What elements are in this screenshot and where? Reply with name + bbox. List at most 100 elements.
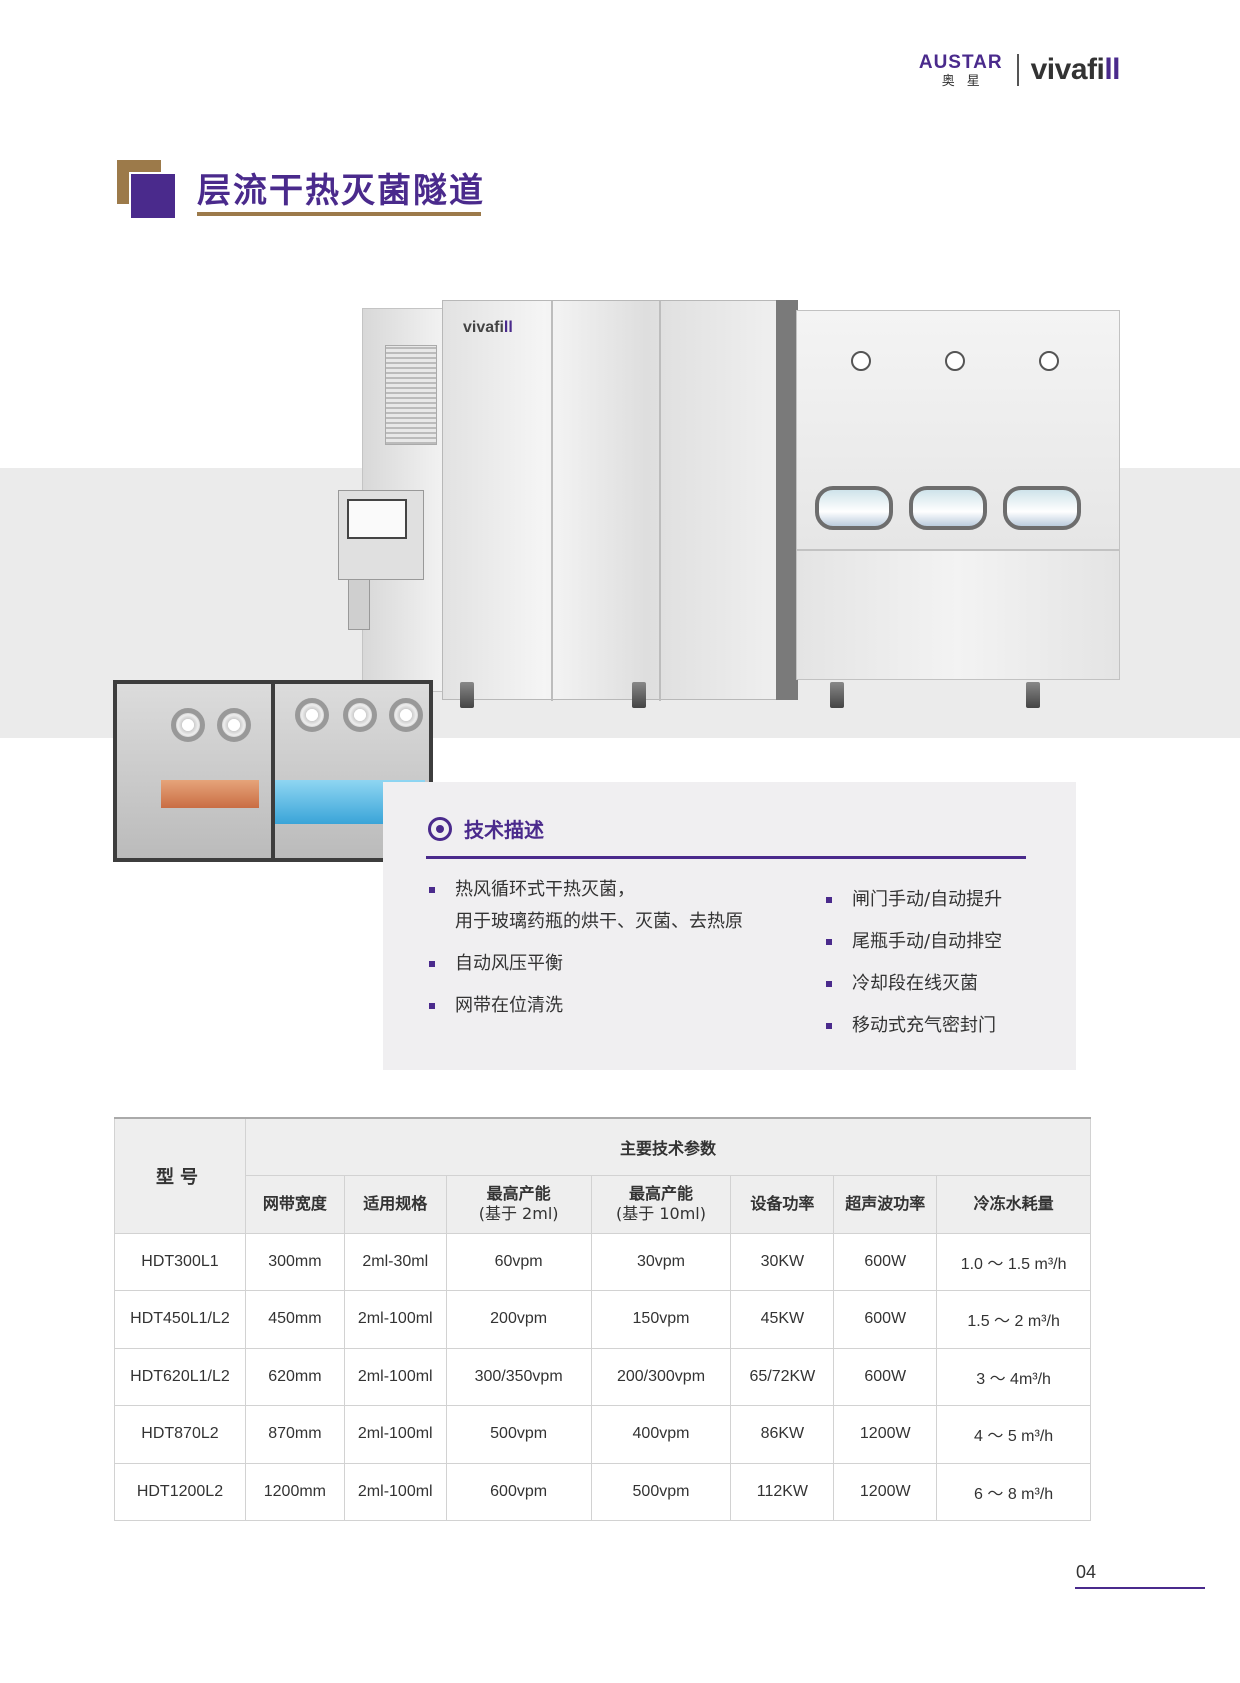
column-header: 适用规格 — [343, 1174, 447, 1234]
group-header: 主要技术参数 — [244, 1117, 1092, 1176]
table-cell: 2ml-100ml — [343, 1347, 447, 1406]
table-row: HDT870L2 870mm 2ml-100ml 500vpm 400vpm 8… — [114, 1405, 1091, 1464]
table-cell: 1.0 ～ 1.5 m³/h — [936, 1232, 1091, 1291]
table-row: HDT300L1 300mm 2ml-30ml 60vpm 30vpm 30KW… — [114, 1232, 1091, 1291]
column-header: 设备功率 — [730, 1174, 835, 1234]
vivafill-logo-main: vivafi — [1030, 53, 1105, 86]
table-cell: 2ml-100ml — [343, 1405, 447, 1464]
list-item: 闸门手动/自动提升 — [826, 884, 1056, 916]
table-cell: 400vpm — [590, 1405, 732, 1464]
column-header: 最高产能(基于 2ml) — [445, 1174, 592, 1234]
tech-description-panel: 技术描述 热风循环式干热灭菌， 用于玻璃药瓶的烘干、灭菌、去热原 自动风压平衡 … — [383, 782, 1076, 1070]
feature-text: 闸门手动/自动提升 — [852, 889, 1003, 910]
machine-foot — [830, 682, 844, 708]
machine-foot — [632, 682, 646, 708]
hmi-panel — [338, 490, 424, 580]
tech-rule — [426, 856, 1026, 859]
table-cell: 65/72KW — [730, 1347, 835, 1406]
inspection-window — [1003, 486, 1081, 530]
list-item: 移动式充气密封门 — [826, 1010, 1056, 1042]
austar-logo: AUSTAR 奥星 — [919, 53, 1003, 88]
pressure-gauge-icon — [1039, 351, 1059, 371]
feature-list-right: 闸门手动/自动提升 尾瓶手动/自动排空 冷却段在线灭菌 移动式充气密封门 — [826, 884, 1056, 1052]
column-header: 冷冻水耗量 — [936, 1174, 1091, 1234]
table-row: HDT620L1/L2 620mm 2ml-100ml 300/350vpm 2… — [114, 1347, 1091, 1406]
inspection-window — [909, 486, 987, 530]
table-row: HDT1200L2 1200mm 2ml-100ml 600vpm 500vpm… — [114, 1462, 1091, 1521]
table-cell: 2ml-100ml — [343, 1462, 447, 1521]
table-cell: 112KW — [730, 1462, 835, 1521]
machine-logo-main: vivafi — [463, 319, 504, 336]
tech-title: 技术描述 — [464, 818, 544, 842]
feature-text: 自动风压平衡 — [455, 953, 563, 974]
feature-text: 移动式充气密封门 — [852, 1015, 996, 1036]
column-header: 超声波功率 — [833, 1174, 938, 1234]
table-cell: 300/350vpm — [445, 1347, 592, 1406]
table-cell: 500vpm — [590, 1462, 732, 1521]
column-header: 最高产能(基于 10ml) — [590, 1174, 732, 1234]
list-item: 网带在位清洗 — [429, 990, 789, 1022]
austar-logo-cn: 奥星 — [941, 73, 992, 89]
table-cell: 1.5 ～ 2 m³/h — [936, 1290, 1091, 1349]
table-cell: 3 ～ 4m³/h — [936, 1347, 1091, 1406]
table-cell: 4 ～ 5 m³/h — [936, 1405, 1091, 1464]
page-number-rule — [1075, 1587, 1205, 1589]
feature-text: 热风循环式干热灭菌， — [455, 879, 635, 900]
feature-text: 尾瓶手动/自动排空 — [852, 931, 1003, 952]
table-cell: HDT870L2 — [114, 1405, 246, 1464]
table-cell: 2ml-30ml — [343, 1232, 447, 1291]
vivafill-logo-accent: ll — [1104, 53, 1120, 86]
feature-text: 网带在位清洗 — [455, 995, 563, 1016]
machine-cooling-section — [796, 310, 1120, 550]
table-cell: 200vpm — [445, 1290, 592, 1349]
vent-grille — [385, 345, 437, 445]
table-cell: HDT300L1 — [114, 1232, 246, 1291]
table-cell: 620mm — [244, 1347, 345, 1406]
page-number: 04 — [1076, 1562, 1097, 1582]
table-cell: 86KW — [730, 1405, 835, 1464]
table-cell: 1200W — [833, 1462, 938, 1521]
table-cell: 60vpm — [445, 1232, 592, 1291]
machine-divider — [776, 300, 798, 700]
table-cell: HDT1200L2 — [114, 1462, 246, 1521]
tech-header: 技术描述 — [428, 814, 544, 843]
machine-foot — [460, 682, 474, 708]
table-cell: 30KW — [730, 1232, 835, 1291]
table-cell: 1200W — [833, 1405, 938, 1464]
table-cell: 45KW — [730, 1290, 835, 1349]
page-title: 层流干热灭菌隧道 — [197, 171, 485, 211]
logo-divider — [1016, 54, 1019, 86]
machine-main-body: vivafill — [442, 300, 782, 701]
austar-logo-en: AUSTAR — [918, 51, 1003, 73]
table-cell: 300mm — [244, 1232, 345, 1291]
spec-table: 型号 主要技术参数 网带宽度 适用规格 最高产能(基于 2ml) 最高产能(基于… — [114, 1117, 1092, 1521]
column-header: 网带宽度 — [244, 1174, 345, 1234]
machine-foot — [1026, 682, 1040, 708]
table-cell: 600W — [833, 1290, 938, 1349]
vivafill-logo: vivafill — [1030, 53, 1121, 87]
table-cell: 30vpm — [590, 1232, 732, 1291]
table-cell: 1200mm — [244, 1462, 345, 1521]
table-cell: 870mm — [244, 1405, 345, 1464]
list-item: 尾瓶手动/自动排空 — [826, 926, 1056, 958]
table-cell: HDT620L1/L2 — [114, 1347, 246, 1406]
sterilization-tunnel-image: vivafill — [338, 300, 1122, 720]
brand-logo: AUSTAR 奥星 vivafill — [919, 50, 1121, 90]
feature-text: 冷却段在线灭菌 — [852, 973, 978, 994]
table-cell: 6 ～ 8 m³/h — [936, 1462, 1091, 1521]
list-item: 热风循环式干热灭菌， 用于玻璃药瓶的烘干、灭菌、去热原 — [429, 874, 789, 938]
machine-logo-accent: ll — [503, 319, 513, 336]
table-cell: 600W — [833, 1232, 938, 1291]
table-cell: HDT450L1/L2 — [114, 1290, 246, 1349]
table-cell: 600W — [833, 1347, 938, 1406]
table-cell: 150vpm — [590, 1290, 732, 1349]
table-cell: 500vpm — [445, 1405, 592, 1464]
table-cell: 2ml-100ml — [343, 1290, 447, 1349]
title-underline — [197, 212, 481, 216]
table-cell: 450mm — [244, 1290, 345, 1349]
table-row: HDT450L1/L2 450mm 2ml-100ml 200vpm 150vp… — [114, 1290, 1091, 1349]
pressure-gauge-icon — [851, 351, 871, 371]
list-item: 自动风压平衡 — [429, 948, 789, 980]
feature-list-left: 热风循环式干热灭菌， 用于玻璃药瓶的烘干、灭菌、去热原 自动风压平衡 网带在位清… — [429, 874, 789, 1032]
machine-lower-cabinet — [796, 550, 1120, 680]
